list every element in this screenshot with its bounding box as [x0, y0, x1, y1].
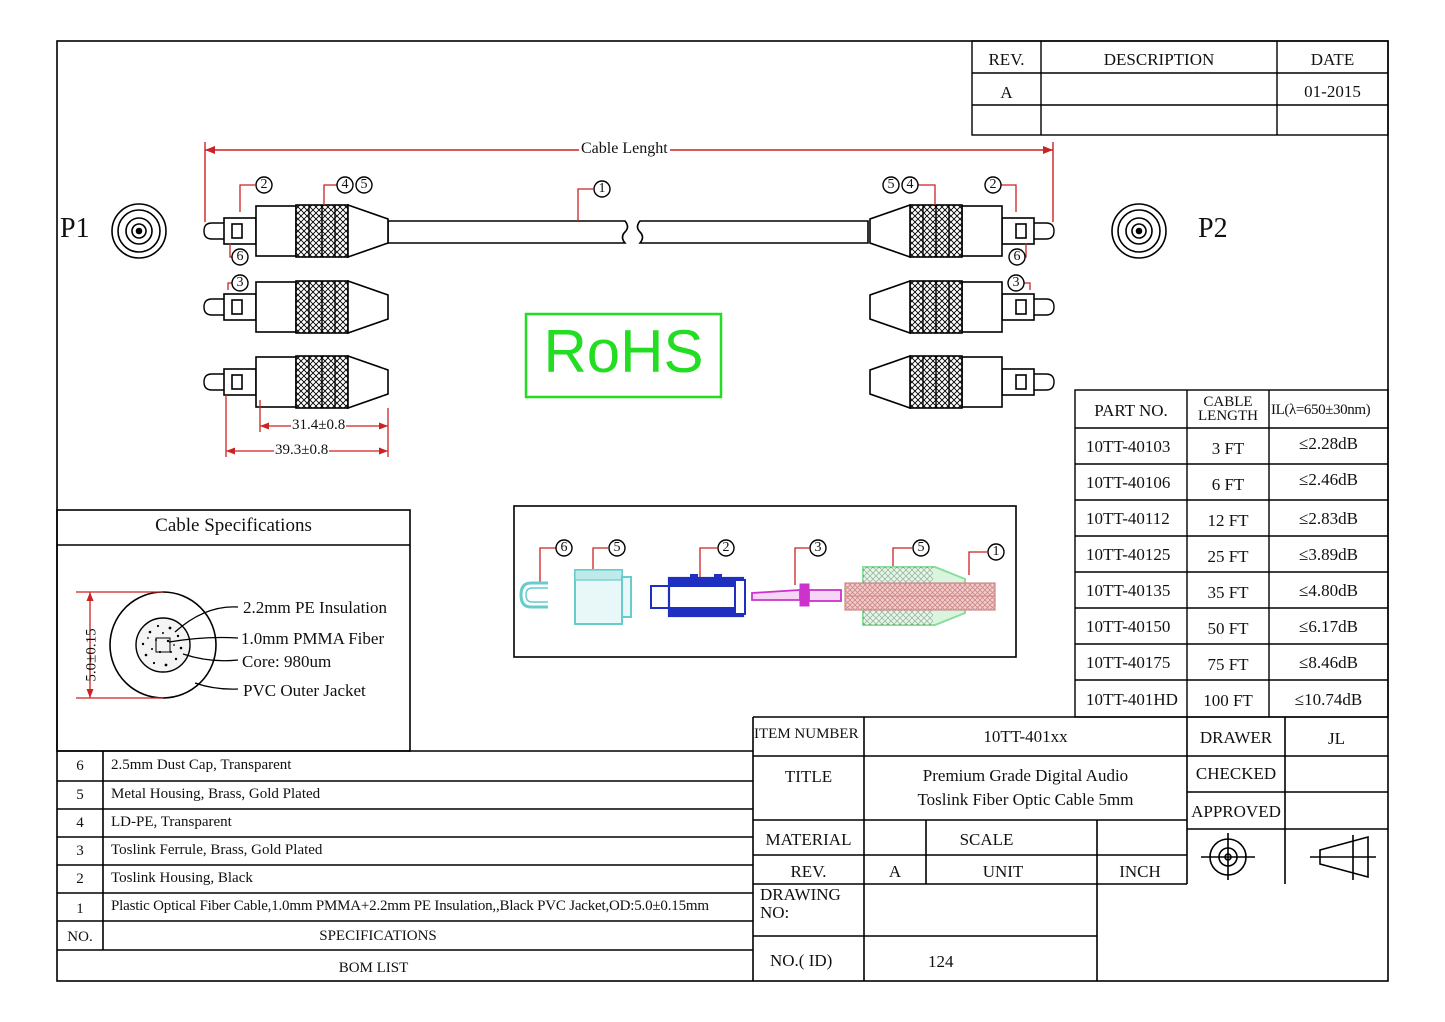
- part-no-cell: 10TT-401HD: [1086, 690, 1178, 709]
- callout-5-right: 5: [887, 177, 895, 192]
- rev-value-title: A: [888, 862, 902, 881]
- bom-spec: LD-PE, Transparent: [111, 814, 232, 830]
- title-line-2: Toslink Fiber Optic Cable 5mm: [917, 790, 1134, 809]
- bom-spec-header: SPECIFICATIONS: [319, 928, 437, 944]
- callout-1: 1: [598, 181, 606, 196]
- bom-spec: Toslink Ferrule, Brass, Gold Plated: [111, 842, 323, 858]
- title-line-1: Premium Grade Digital Audio: [922, 766, 1129, 785]
- length-cell: 50 FT: [1207, 619, 1249, 638]
- pvc-jacket-label: PVC Outer Jacket: [243, 681, 366, 700]
- unit-label: UNIT: [982, 862, 1024, 881]
- part-no-header: PART NO.: [1094, 401, 1168, 420]
- material-label: MATERIAL: [765, 830, 852, 849]
- length-cell: 6 FT: [1211, 475, 1245, 494]
- part-no-cell: 10TT-40103: [1086, 437, 1171, 456]
- length-cell: 35 FT: [1207, 583, 1249, 602]
- length-cell: 3 FT: [1211, 439, 1245, 458]
- description-header: DESCRIPTION: [1103, 50, 1215, 69]
- no-id-label: NO.( ID): [770, 951, 833, 970]
- date-header: DATE: [1310, 50, 1355, 69]
- exploded-callout-6: 6: [560, 540, 568, 555]
- bom-footer: BOM LIST: [338, 960, 409, 976]
- rev-label: REV.: [790, 862, 827, 881]
- cable-specs-title: Cable Specifications: [155, 515, 312, 536]
- part-no-cell: 10TT-40135: [1086, 581, 1171, 600]
- item-number-value: 10TT-401xx: [983, 727, 1068, 746]
- no-id-value: 124: [928, 952, 954, 971]
- pe-insulation-label: 2.2mm PE Insulation: [243, 598, 388, 617]
- exploded-callout-5b: 5: [917, 540, 925, 555]
- unit-value: INCH: [1119, 862, 1161, 881]
- cable-length-label: Cable Lenght: [579, 140, 670, 157]
- bom-no: 2: [76, 871, 84, 887]
- loss-cell: ≤2.28dB: [1299, 434, 1358, 453]
- drawing-no-label: DRAWING NO:: [760, 885, 841, 922]
- date-value: 01-2015: [1304, 82, 1361, 101]
- loss-cell: ≤6.17dB: [1299, 617, 1358, 636]
- approved-label: APPROVED: [1191, 802, 1281, 821]
- rohs-mark: RoHS: [543, 318, 704, 385]
- rev-value: A: [1000, 83, 1013, 102]
- bom-spec: Toslink Housing, Black: [111, 870, 253, 886]
- core-label: Core: 980um: [242, 652, 332, 671]
- bom-spec: Metal Housing, Brass, Gold Plated: [111, 786, 321, 802]
- p1-label: P1: [60, 213, 90, 244]
- length-cell: 75 FT: [1207, 655, 1249, 674]
- item-number-label: ITEM NUMBER: [754, 726, 859, 742]
- callout-2-left: 2: [260, 177, 268, 192]
- title-label: TITLE: [784, 767, 833, 786]
- rev-header: REV.: [988, 50, 1025, 69]
- length-cell: 12 FT: [1207, 511, 1249, 530]
- callout-5-left: 5: [360, 177, 368, 192]
- bom-no: 1: [76, 901, 84, 917]
- loss-cell: ≤8.46dB: [1299, 653, 1358, 672]
- exploded-callout-5: 5: [613, 540, 621, 555]
- scale-label: SCALE: [959, 830, 1014, 849]
- dimension-boot: 31.4±0.8: [291, 417, 347, 433]
- bom-no: 4: [76, 815, 84, 831]
- length-cell: 100 FT: [1203, 691, 1253, 710]
- bom-no: 3: [76, 843, 84, 859]
- part-no-cell: 10TT-40150: [1086, 617, 1171, 636]
- callout-4-right: 4: [906, 177, 914, 192]
- bom-spec: Plastic Optical Fiber Cable,1.0mm PMMA+2…: [111, 898, 709, 914]
- loss-cell: ≤3.89dB: [1299, 545, 1358, 564]
- bom-no-header: NO.: [67, 929, 93, 945]
- part-no-cell: 10TT-40125: [1086, 545, 1171, 564]
- loss-cell: ≤10.74dB: [1294, 690, 1363, 709]
- bom-spec: 2.5mm Dust Cap, Transparent: [111, 757, 292, 773]
- pmma-fiber-label: 1.0mm PMMA Fiber: [241, 629, 385, 648]
- cable-diameter: 5.0±0.15: [83, 628, 100, 682]
- callout-3-right: 3: [1012, 275, 1020, 290]
- p2-label: P2: [1198, 213, 1228, 244]
- callout-3-left: 3: [236, 275, 244, 290]
- loss-cell: ≤2.46dB: [1299, 470, 1358, 489]
- callout-4-left: 4: [341, 177, 349, 192]
- callout-6-right: 6: [1013, 249, 1021, 264]
- loss-cell: ≤4.80dB: [1299, 581, 1358, 600]
- il-header: IL(λ=650±30nm): [1271, 402, 1371, 418]
- bom-no: 5: [76, 787, 84, 803]
- callout-2-right: 2: [989, 177, 997, 192]
- drawer-label: DRAWER: [1199, 728, 1273, 747]
- exploded-callout-2: 2: [722, 540, 730, 555]
- exploded-callout-1: 1: [992, 544, 1000, 559]
- bom-no: 6: [76, 758, 84, 774]
- part-no-cell: 10TT-40175: [1086, 653, 1171, 672]
- part-no-cell: 10TT-40106: [1086, 473, 1171, 492]
- drawer-value: JL: [1328, 729, 1345, 748]
- part-no-cell: 10TT-40112: [1086, 509, 1170, 528]
- dimension-connector: 39.3±0.8: [274, 442, 330, 458]
- loss-cell: ≤2.83dB: [1299, 509, 1358, 528]
- checked-label: CHECKED: [1195, 764, 1277, 783]
- callout-6-left: 6: [236, 249, 244, 264]
- length-cell: 25 FT: [1207, 547, 1249, 566]
- exploded-callout-3: 3: [814, 540, 822, 555]
- cable-length-header: CABLE LENGTH: [1198, 394, 1258, 424]
